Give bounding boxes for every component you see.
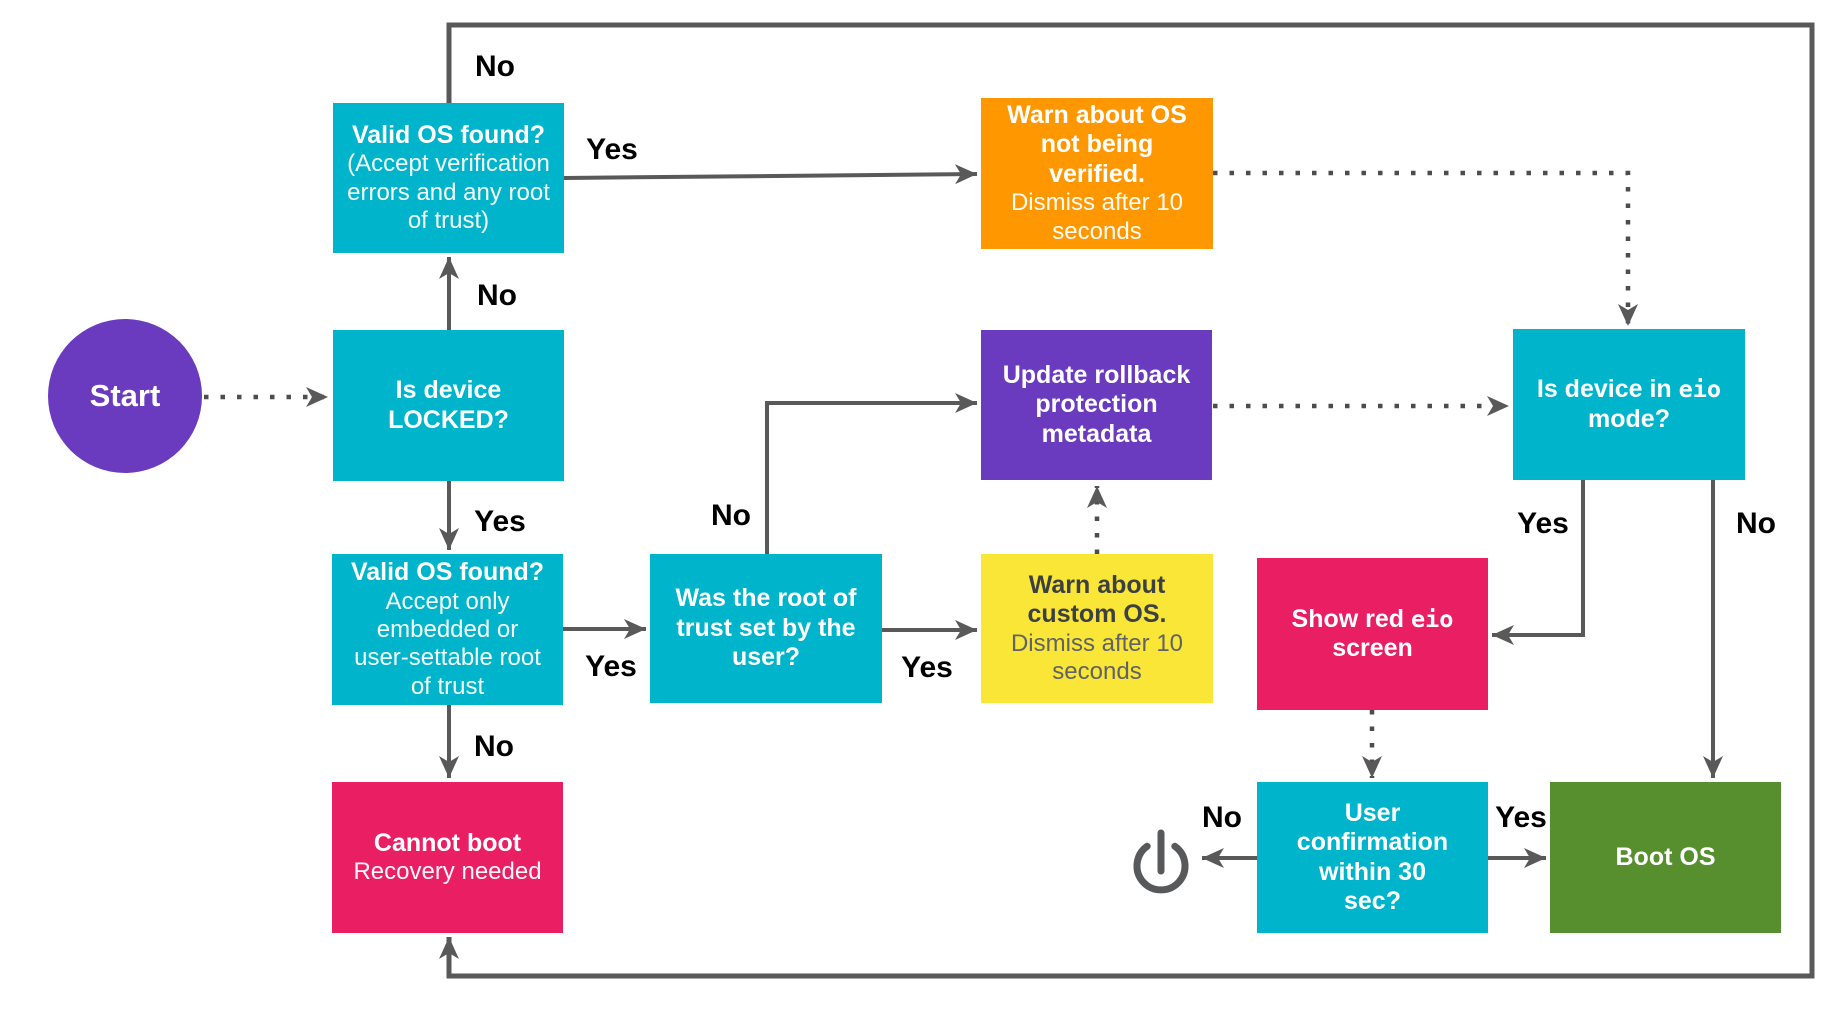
node-show-red-eio: Show red eio screen: [1257, 558, 1488, 710]
node-title: Boot OS: [1615, 842, 1716, 871]
edge-warn-not-verified-to-eio: [1213, 170, 1638, 326]
power-icon: [1133, 829, 1189, 894]
node-user-confirmation: User confirmation within 30 sec?: [1257, 782, 1488, 933]
edge-valid-os-unlocked-yes: [563, 164, 978, 185]
edge-label-valid-os-locked-no: No: [474, 730, 514, 763]
node-is-device-locked: Is device LOCKED?: [333, 330, 564, 481]
edge-label-valid-os-unlocked-no: No: [475, 50, 515, 83]
node-title-code: eio: [1678, 375, 1722, 403]
edge-label-locked-no: No: [477, 279, 517, 312]
node-title: Cannot boot: [373, 828, 522, 857]
node-title: User confirmation within 30 sec?: [1296, 798, 1449, 916]
node-subtitle: Dismiss after 10 seconds: [1010, 189, 1184, 245]
node-root-of-trust-user: Was the root of trust set by the user?: [650, 554, 882, 703]
node-warn-custom-os: Warn about custom OS. Dismiss after 10 s…: [981, 554, 1213, 703]
node-title-text: screen: [1332, 634, 1413, 662]
node-warn-not-verified: Warn about OS not being verified. Dismis…: [981, 98, 1213, 249]
node-title: Warn about OS not being verified.: [1007, 100, 1187, 188]
node-title: Update rollback protection metadata: [1002, 360, 1191, 448]
edge-label-valid-os-unlocked-yes: Yes: [586, 133, 638, 166]
node-title-text: Is device in: [1536, 375, 1679, 403]
edge-label-confirmation-no: No: [1202, 801, 1242, 834]
node-title-text: mode?: [1588, 404, 1670, 433]
node-title: Is device LOCKED?: [388, 376, 509, 434]
node-boot-os: Boot OS: [1550, 782, 1781, 933]
edge-label-root-of-trust-yes: Yes: [901, 651, 953, 684]
edge-label-confirmation-yes: Yes: [1495, 801, 1547, 834]
node-subtitle: Accept only embedded or user-settable ro…: [354, 587, 541, 700]
node-is-eio-mode: Is device in eio mode?: [1513, 329, 1745, 480]
node-valid-os-unlocked: Valid OS found? (Accept verification err…: [333, 103, 564, 253]
node-title: Was the root of trust set by the user?: [675, 584, 857, 672]
node-title: Valid OS found?: [350, 558, 545, 587]
node-subtitle: (Accept verification errors and any root…: [347, 150, 550, 234]
node-title: Start: [89, 378, 161, 413]
node-update-rollback: Update rollback protection metadata: [981, 330, 1212, 480]
edge-label-valid-os-locked-yes: Yes: [585, 650, 637, 683]
node-start: Start: [48, 319, 202, 473]
edge-label-eio-no: No: [1736, 507, 1776, 540]
node-title: Valid OS found?: [351, 120, 546, 149]
node-subtitle: Recovery needed: [353, 858, 542, 886]
node-title: Is device in eio mode?: [1521, 375, 1737, 434]
edge-label-eio-yes: Yes: [1517, 507, 1569, 540]
node-title-text: Show red: [1291, 604, 1411, 633]
edge-label-locked-yes: Yes: [474, 505, 526, 538]
node-subtitle: Dismiss after 10 seconds: [1010, 629, 1184, 685]
node-valid-os-locked: Valid OS found? Accept only embedded or …: [332, 554, 563, 705]
node-cannot-boot: Cannot boot Recovery needed: [332, 782, 563, 933]
node-title: Warn about custom OS.: [1027, 570, 1167, 629]
edge-label-root-of-trust-no: No: [711, 499, 751, 532]
node-title: Show red eio screen: [1288, 605, 1458, 664]
node-title-code: eio: [1411, 604, 1454, 633]
edge-valid-os-unlocked-no-loop: [439, 22, 1815, 979]
edge-root-of-trust-no: [765, 393, 977, 554]
edge-eio-yes: [1492, 480, 1585, 645]
